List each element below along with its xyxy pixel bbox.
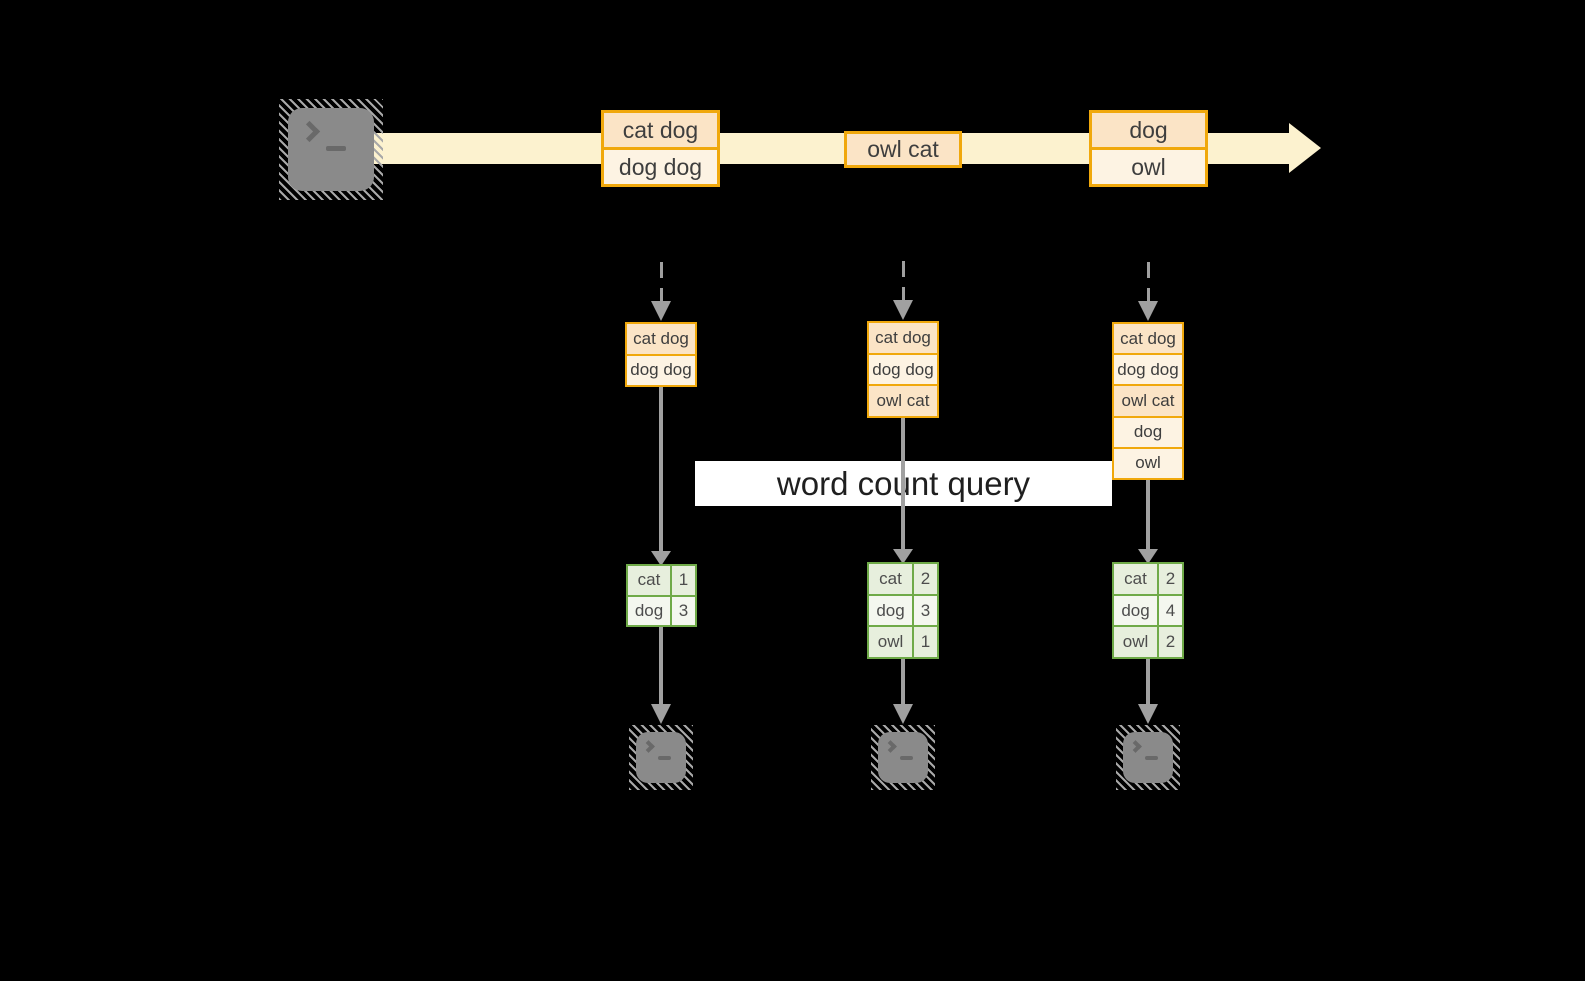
terminal-source-icon bbox=[279, 99, 383, 200]
stream-arrowhead-icon bbox=[1289, 123, 1321, 173]
terminal-screen bbox=[1123, 732, 1173, 783]
trigger-dashed-line bbox=[901, 261, 905, 301]
count-cell: 2 bbox=[1159, 627, 1182, 658]
word-cell: cat bbox=[628, 566, 672, 595]
output-flow-line bbox=[901, 659, 905, 707]
terminal-sink-icon bbox=[1116, 725, 1180, 790]
word-count-table-1: cat 1 dog 3 bbox=[626, 564, 697, 627]
stream-event: dog bbox=[1092, 113, 1205, 147]
stream-batch-2: owl cat bbox=[844, 131, 962, 168]
prompt-chevron-icon bbox=[884, 740, 897, 753]
trigger-arrowhead-icon bbox=[1138, 301, 1158, 321]
word-cell: dog bbox=[1114, 595, 1159, 626]
stream-batch-1: cat dog dog dog bbox=[601, 110, 720, 187]
micro-batch-row: dog dog bbox=[869, 352, 937, 385]
terminal-screen bbox=[878, 732, 928, 783]
word-cell: owl bbox=[869, 627, 914, 658]
word-cell: cat bbox=[1114, 564, 1159, 594]
prompt-chevron-icon bbox=[1129, 740, 1142, 753]
stream-event: cat dog bbox=[604, 113, 717, 147]
trigger-arrowhead-icon bbox=[651, 301, 671, 321]
micro-batch-row: dog dog bbox=[1114, 353, 1182, 385]
micro-batch-row: owl bbox=[1114, 446, 1182, 479]
count-cell: 2 bbox=[1159, 564, 1182, 594]
terminal-screen bbox=[636, 732, 686, 783]
output-arrowhead-icon bbox=[893, 704, 913, 724]
word-count-table-3: cat 2 dog 4 owl 2 bbox=[1112, 562, 1184, 659]
query-flow-line bbox=[901, 416, 905, 552]
output-flow-line bbox=[1146, 659, 1150, 707]
terminal-sink-icon bbox=[629, 725, 693, 790]
output-arrowhead-icon bbox=[1138, 704, 1158, 724]
query-flow-arrowhead-icon bbox=[1138, 549, 1158, 564]
prompt-underscore-icon bbox=[658, 756, 671, 760]
prompt-underscore-icon bbox=[1145, 756, 1158, 760]
query-flow-arrowhead-icon bbox=[893, 549, 913, 564]
micro-batch-row: dog bbox=[1114, 415, 1182, 447]
query-flow-line bbox=[659, 385, 663, 553]
word-cell: dog bbox=[869, 595, 914, 626]
count-cell: 3 bbox=[672, 596, 695, 625]
stream-event: dog dog bbox=[604, 147, 717, 184]
count-cell: 4 bbox=[1159, 595, 1182, 626]
count-cell: 3 bbox=[914, 595, 937, 626]
micro-batch-row: owl cat bbox=[869, 384, 937, 417]
stream-batch-3: dog owl bbox=[1089, 110, 1208, 187]
terminal-sink-icon bbox=[871, 725, 935, 790]
query-flow-line bbox=[1146, 478, 1150, 552]
micro-batch-row: dog dog bbox=[627, 353, 695, 385]
count-cell: 2 bbox=[914, 564, 937, 594]
word-cell: owl bbox=[1114, 627, 1159, 658]
count-cell: 1 bbox=[672, 566, 695, 595]
output-arrowhead-icon bbox=[651, 704, 671, 724]
count-cell: 1 bbox=[914, 627, 937, 658]
query-flow-arrowhead-icon bbox=[651, 551, 671, 566]
trigger-dashed-line bbox=[659, 262, 663, 302]
micro-batch-row: cat dog bbox=[627, 324, 695, 354]
prompt-underscore-icon bbox=[900, 756, 913, 760]
micro-batch-3: cat dog dog dog owl cat dog owl bbox=[1112, 322, 1184, 480]
trigger-dashed-line bbox=[1146, 262, 1150, 302]
micro-batch-2: cat dog dog dog owl cat bbox=[867, 321, 939, 418]
trigger-arrowhead-icon bbox=[893, 300, 913, 320]
output-flow-line bbox=[659, 627, 663, 707]
word-cell: cat bbox=[869, 564, 914, 594]
micro-batch-row: cat dog bbox=[1114, 324, 1182, 354]
word-cell: dog bbox=[628, 596, 672, 625]
prompt-underscore-icon bbox=[326, 146, 346, 151]
prompt-chevron-icon bbox=[298, 120, 321, 143]
micro-batch-row: owl cat bbox=[1114, 384, 1182, 416]
word-count-table-2: cat 2 dog 3 owl 1 bbox=[867, 562, 939, 659]
stream-event: owl cat bbox=[847, 134, 959, 165]
prompt-chevron-icon bbox=[642, 740, 655, 753]
micro-batch-row: cat dog bbox=[869, 323, 937, 353]
terminal-screen bbox=[288, 108, 374, 191]
micro-batch-1: cat dog dog dog bbox=[625, 322, 697, 387]
stream-event: owl bbox=[1092, 147, 1205, 184]
